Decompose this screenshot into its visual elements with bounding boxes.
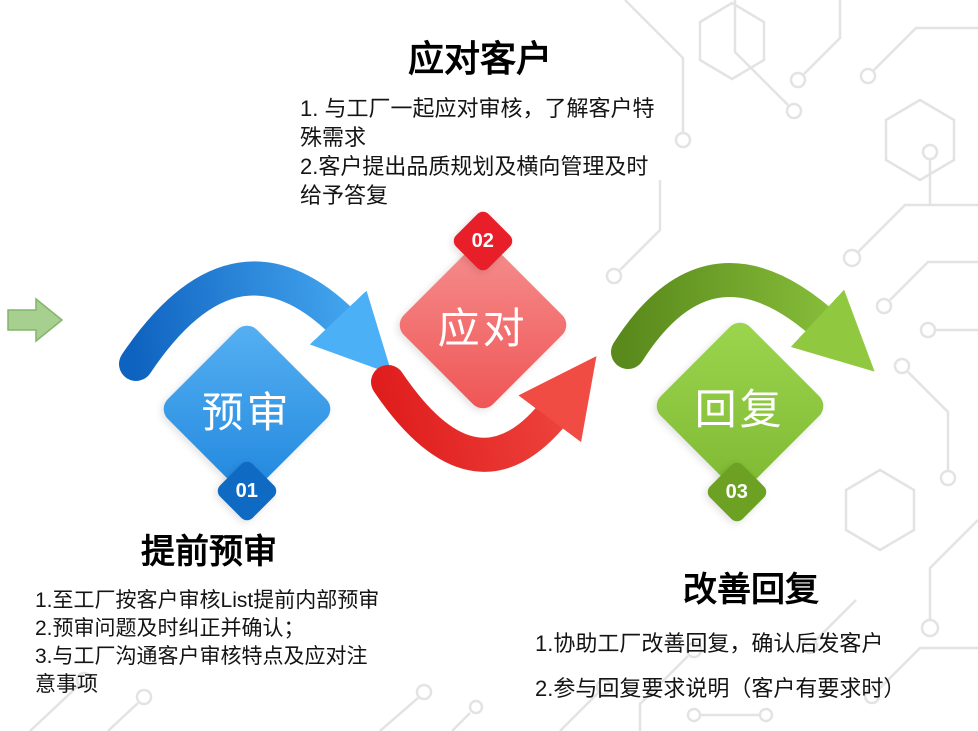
step-02-item-2: 2.客户提出品质规划及横向管理及时给予答复 <box>300 154 649 209</box>
step-number-02: 02 <box>471 229 495 252</box>
step-02-description: 应对客户 1. 与工厂一起应对审核，了解客户特殊需求 2.客户提出品质规划及横向… <box>300 30 660 210</box>
step-01-item-1: 1.至工厂按客户审核List提前内部预审 <box>35 589 380 612</box>
step-number-01: 01 <box>235 479 259 502</box>
step-01-title: 提前预审 <box>141 533 277 571</box>
step-01-item-3: 3.与工厂沟通客户审核特点及应对注意事项 <box>35 644 368 696</box>
step-03-item-1: 1.协助工厂改善回复，确认后发客户 <box>535 631 884 656</box>
step-03-description: 改善回复 1.协助工厂改善回复，确认后发客户 2.参与回复要求说明（客户有要求时… <box>535 562 967 703</box>
step-number-03: 03 <box>725 480 749 503</box>
step-01-description: 提前预审 1.至工厂按客户审核List提前内部预审 2.预审问题及时纠正并确认；… <box>35 524 383 699</box>
diamond-reply-label: 回复 <box>694 385 786 433</box>
step-02-item-1: 1. 与工厂一起应对审核，了解客户特殊需求 <box>300 96 655 151</box>
step-01-item-2: 2.预审问题及时纠正并确认； <box>35 616 305 640</box>
diamond-preaudit-label: 预审 <box>201 388 293 436</box>
arrow-step2-to-step3-icon <box>371 356 597 472</box>
start-arrow-icon <box>7 297 64 343</box>
step-02-title: 应对客户 <box>407 38 552 79</box>
arrow-step3-outward-icon <box>611 263 875 372</box>
step-03-title: 改善回复 <box>683 571 819 609</box>
diamond-respond-label: 应对 <box>437 304 529 352</box>
step-03-item-2: 2.参与回复要求说明（客户有要求时） <box>535 676 906 702</box>
arrow-step1-to-step2-icon <box>119 261 393 381</box>
